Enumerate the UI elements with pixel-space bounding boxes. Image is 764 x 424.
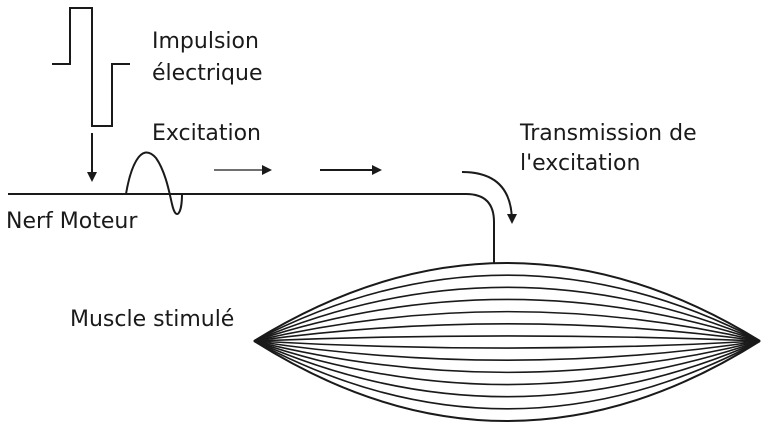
impulse-label-line1: Impulsion xyxy=(152,29,259,54)
muscle-fiber xyxy=(253,286,761,342)
muscle-fiber xyxy=(253,340,761,374)
muscle-label: Muscle stimulé xyxy=(70,307,234,332)
electrical-impulse-waveform xyxy=(52,7,130,127)
transmission-curved-arrow xyxy=(461,171,517,224)
muscle-fiber xyxy=(253,298,761,342)
motor-nerve-line xyxy=(8,193,495,264)
muscle-fiber xyxy=(253,323,761,342)
muscle-fiber xyxy=(253,340,761,410)
muscle-fiber xyxy=(253,340,761,349)
muscle-fiber xyxy=(253,310,761,342)
muscle-fiber xyxy=(253,335,761,342)
nerve-label: Nerf Moteur xyxy=(6,209,138,234)
impulse-label-line2: électrique xyxy=(152,61,263,86)
excitation-label: Excitation xyxy=(152,121,261,146)
muscle-fiber xyxy=(253,340,761,422)
muscle-fibers xyxy=(253,262,761,422)
muscle-fiber xyxy=(253,262,761,342)
transmission-label-line1: Transmission de xyxy=(519,121,697,146)
muscle-fiber xyxy=(253,340,761,386)
muscle-fiber xyxy=(253,274,761,342)
muscle-fiber xyxy=(253,340,761,361)
transmission-label-line2: l'excitation xyxy=(520,151,640,176)
excitation-wave xyxy=(125,151,183,216)
muscle-fiber xyxy=(253,340,761,398)
